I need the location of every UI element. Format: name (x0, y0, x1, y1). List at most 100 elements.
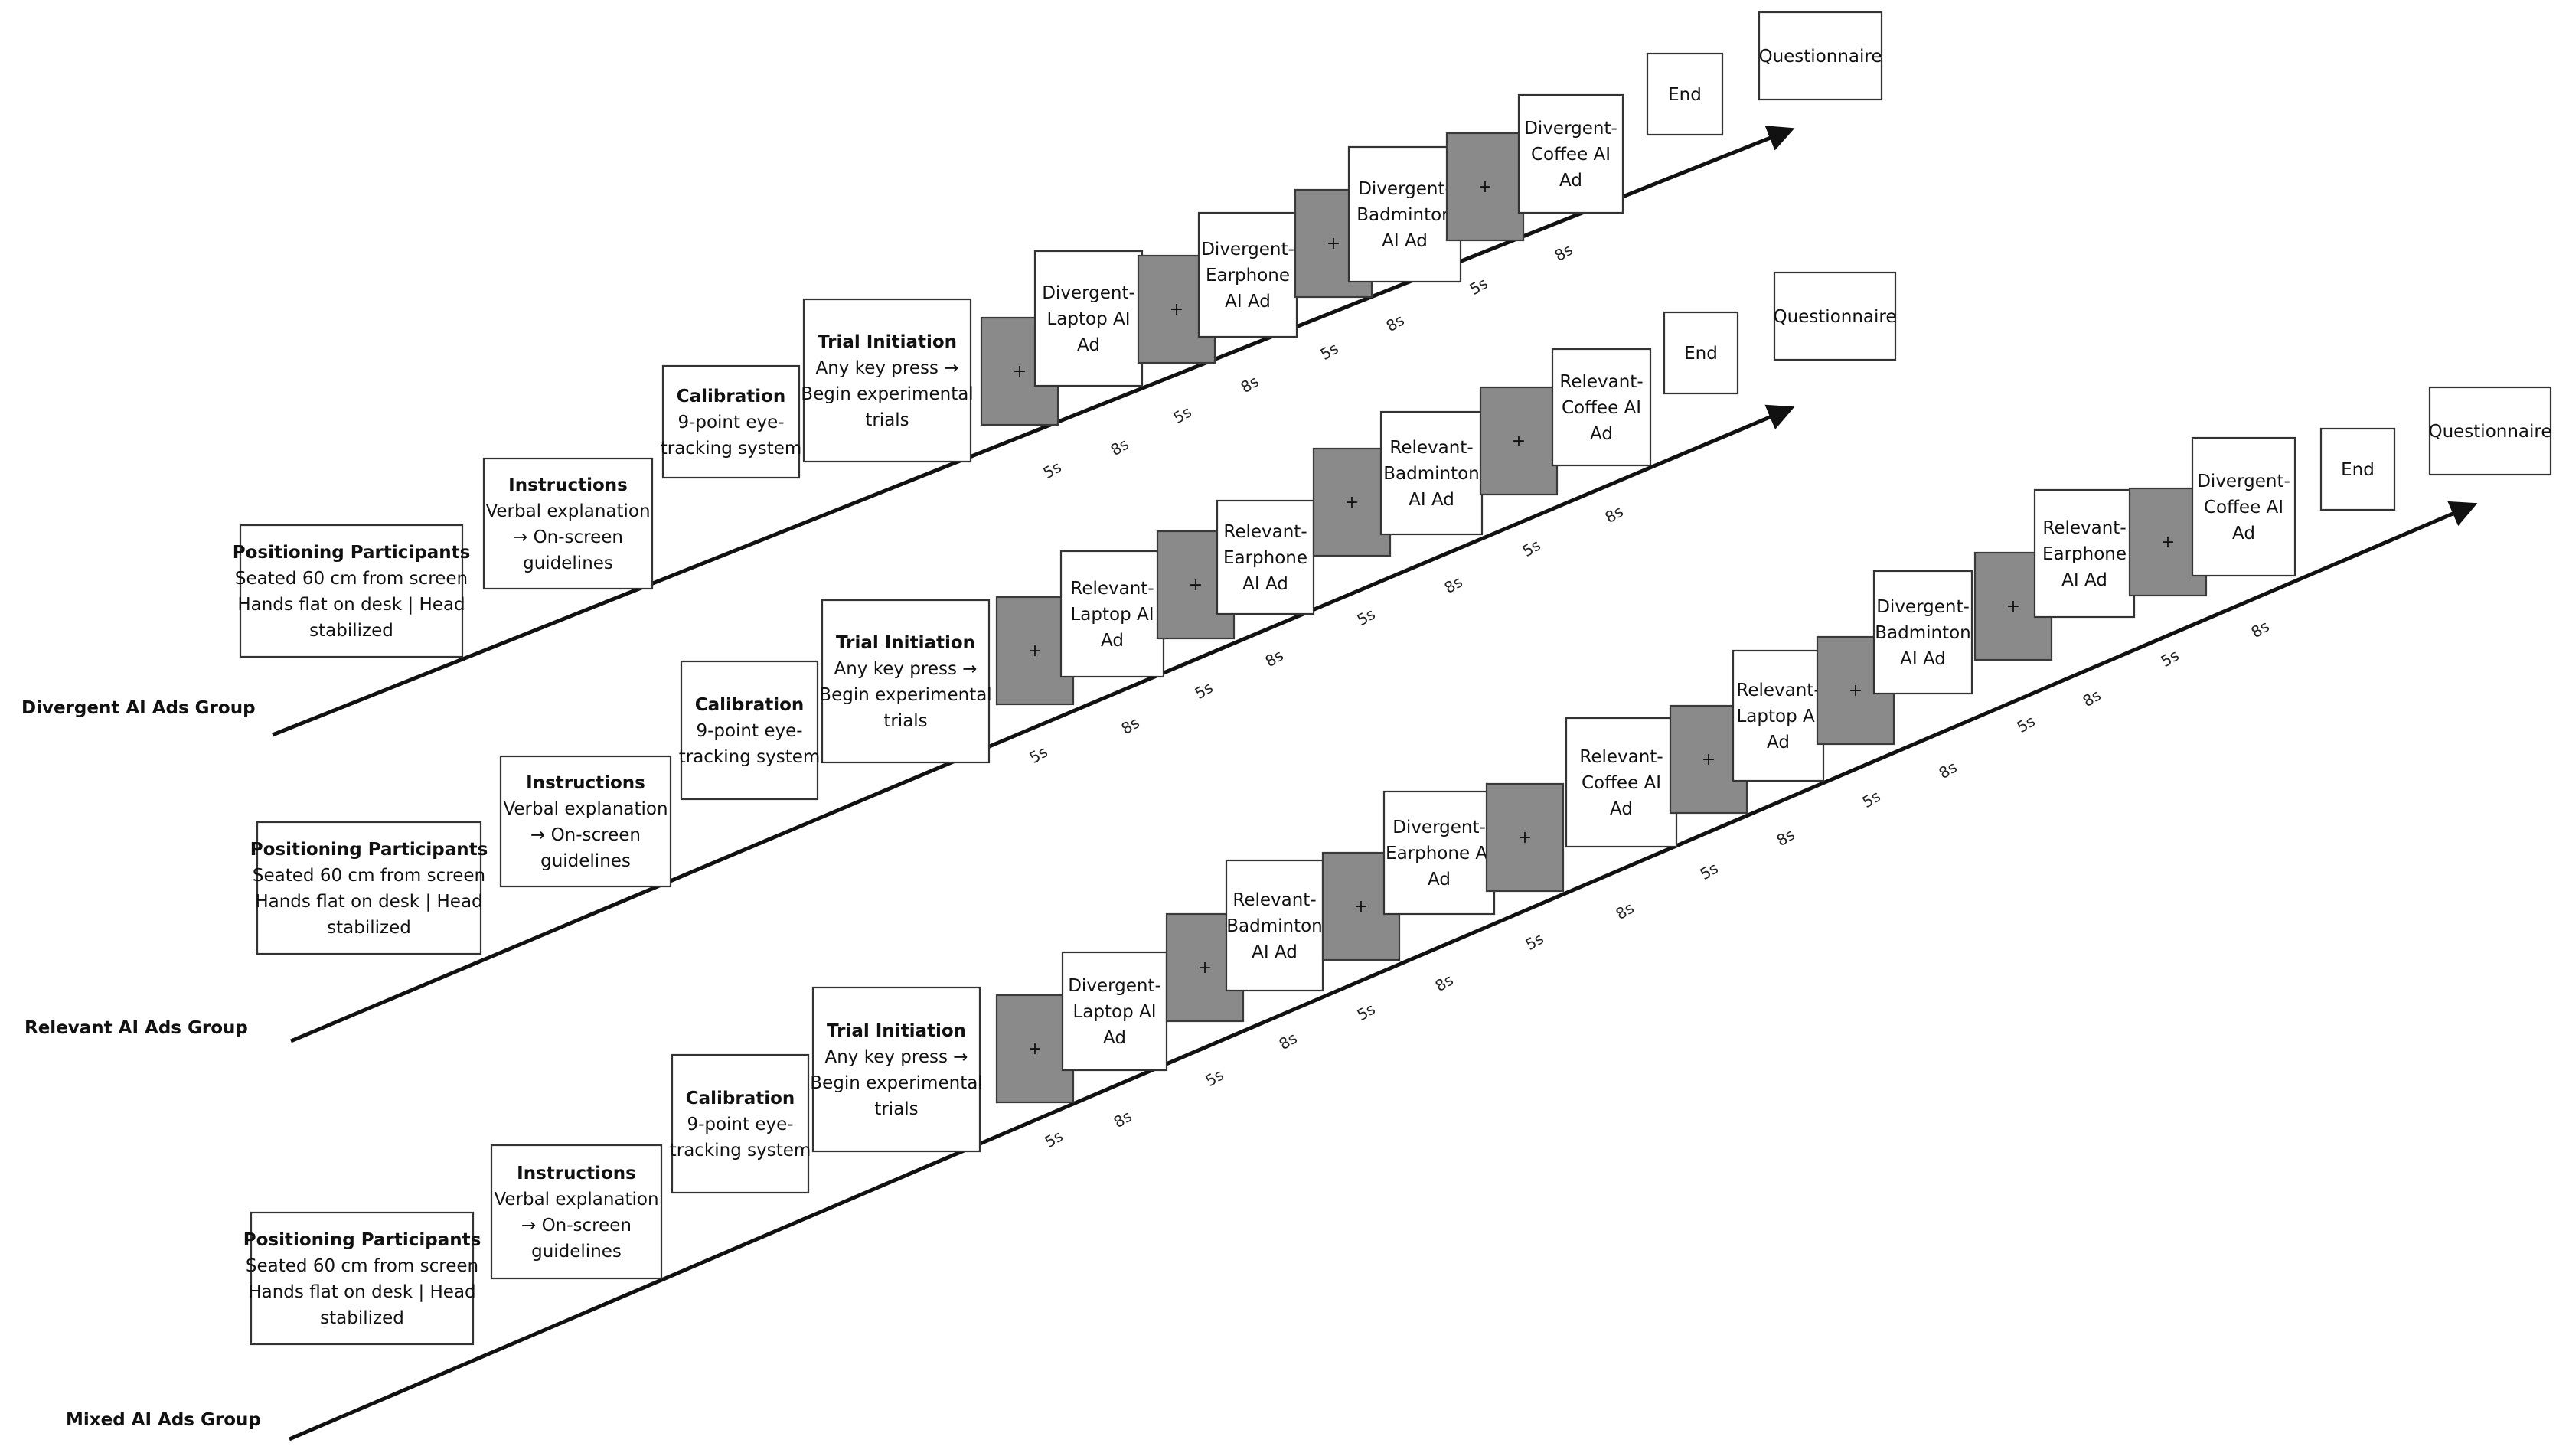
fixation-cross-icon: + (1354, 897, 1368, 916)
duration-label: 5s (1466, 274, 1490, 299)
instructions-box-line: guidelines (531, 1242, 622, 1262)
ad-stimulus-box-line: Ad (1610, 799, 1633, 819)
ad-stimulus-box-line: Ad (1428, 870, 1451, 890)
ad-stimulus-box-frame (1517, 93, 1624, 214)
instructions-box-line: → On-screen (521, 1216, 632, 1236)
duration-label: 8s (1275, 1029, 1300, 1053)
instructions-box-title: Instructions (526, 773, 645, 793)
ad-stimulus-box-frame (1059, 550, 1165, 678)
trial-initiation-box-line: Any key press → (824, 1047, 968, 1067)
end-box: End (1646, 52, 1724, 136)
fixation-frame (1312, 447, 1392, 557)
fixation-cross-icon: + (1702, 750, 1715, 769)
positioning-participants-box-title: Positioning Participants (243, 1230, 481, 1250)
duration-label: 8s (1118, 713, 1142, 738)
fixation-cross-icon: + (2006, 597, 2020, 616)
end-box-frame (1663, 311, 1739, 395)
duration-label: 5s (1353, 1000, 1378, 1024)
calibration-box-line: tracking system (661, 439, 802, 459)
questionnaire-box-frame (1758, 11, 1883, 101)
end-box-line: End (1684, 344, 1718, 364)
ad-stimulus-box-line: Earphone (1206, 266, 1290, 286)
positioning-participants-box-frame (256, 821, 482, 955)
ad-stimulus-box-frame (1033, 250, 1144, 387)
positioning-participants-box-frame (250, 1211, 475, 1346)
ad-stimulus-box-line: Divergent- (1392, 818, 1486, 837)
end-box: End (1663, 311, 1739, 395)
duration-label: 5s (1170, 403, 1194, 427)
end-box-frame (1646, 52, 1724, 136)
duration-label: 5s (2157, 646, 2182, 671)
ad-stimulus-box-line: Laptop AI (1046, 309, 1130, 329)
instructions-box-line: guidelines (523, 553, 613, 573)
fixation-box: + (1479, 386, 1559, 496)
trial-initiation-box-line: Begin experimental (801, 384, 973, 404)
fixation-cross-icon: + (1170, 300, 1183, 319)
trial-initiation-box-title: Trial Initiation (836, 633, 975, 653)
ad-stimulus-box-line: Divergent- (1068, 976, 1161, 996)
ad-stimulus-box-line: Divergent- (1201, 240, 1294, 260)
positioning-participants-box-line: stabilized (327, 918, 411, 938)
positioning-participants-box-title: Positioning Participants (250, 840, 488, 860)
ad-stimulus-box-line: Relevant- (2042, 518, 2126, 538)
ad-stimulus-box-frame (1216, 499, 1315, 615)
timeline-arrow (290, 404, 1795, 1043)
ad-stimulus-box-line: Coffee AI (1531, 145, 1611, 165)
ad-stimulus-box-line: Divergent- (1042, 283, 1135, 303)
fixation-box: + (1312, 447, 1392, 557)
duration-label: 5s (1519, 536, 1543, 560)
ad-stimulus-box-frame (2033, 488, 2136, 619)
ad-stimulus-box-frame (2191, 436, 2296, 577)
duration-label: 8s (1441, 573, 1465, 597)
trial-initiation-box-title: Trial Initiation (827, 1021, 966, 1041)
duration-label: 5s (1353, 605, 1378, 629)
ad-stimulus-box-line: Laptop AI (1070, 605, 1154, 625)
positioning-participants-box-line: Hands flat on desk | Head (237, 595, 465, 615)
ad-stimulus-box-line: Badminton (1226, 916, 1323, 936)
ad-stimulus-box-line: Badminton (1383, 464, 1480, 484)
ad-stimulus-box-frame (1061, 951, 1168, 1072)
ad-stimulus-box-line: Coffee AI (1582, 773, 1661, 793)
fixation-frame (995, 994, 1075, 1104)
duration-label: 5s (1696, 859, 1721, 883)
fixation-box: + (1445, 132, 1525, 242)
questionnaire-box-frame (1773, 271, 1897, 361)
end-box-line: End (2341, 460, 2375, 480)
fixation-cross-icon: + (1028, 1040, 1042, 1059)
questionnaire-box-line: Questionnaire (1773, 307, 1896, 327)
duration-label: 8s (1382, 311, 1407, 335)
positioning-participants-box-line: Seated 60 cm from screen (235, 569, 468, 589)
instructions-box-frame (482, 457, 654, 590)
ad-stimulus-box-line: AI Ad (1242, 574, 1288, 594)
fixation-frame (1485, 782, 1565, 893)
ad-stimulus-box-line: AI Ad (1409, 490, 1454, 510)
ad-stimulus-box-line: Relevant- (1559, 372, 1643, 392)
duration-label: 8s (1110, 1107, 1134, 1131)
fixation-frame (1445, 132, 1525, 242)
fixation-cross-icon: + (1345, 493, 1359, 512)
duration-label: 8s (1431, 971, 1456, 995)
end-box-line: End (1668, 85, 1702, 105)
fixation-frame (1479, 386, 1559, 496)
positioning-participants-box-line: Seated 60 cm from screen (253, 866, 485, 886)
ad-stimulus-box-line: Relevant- (1070, 579, 1154, 599)
timeline-arrow (272, 126, 1795, 737)
